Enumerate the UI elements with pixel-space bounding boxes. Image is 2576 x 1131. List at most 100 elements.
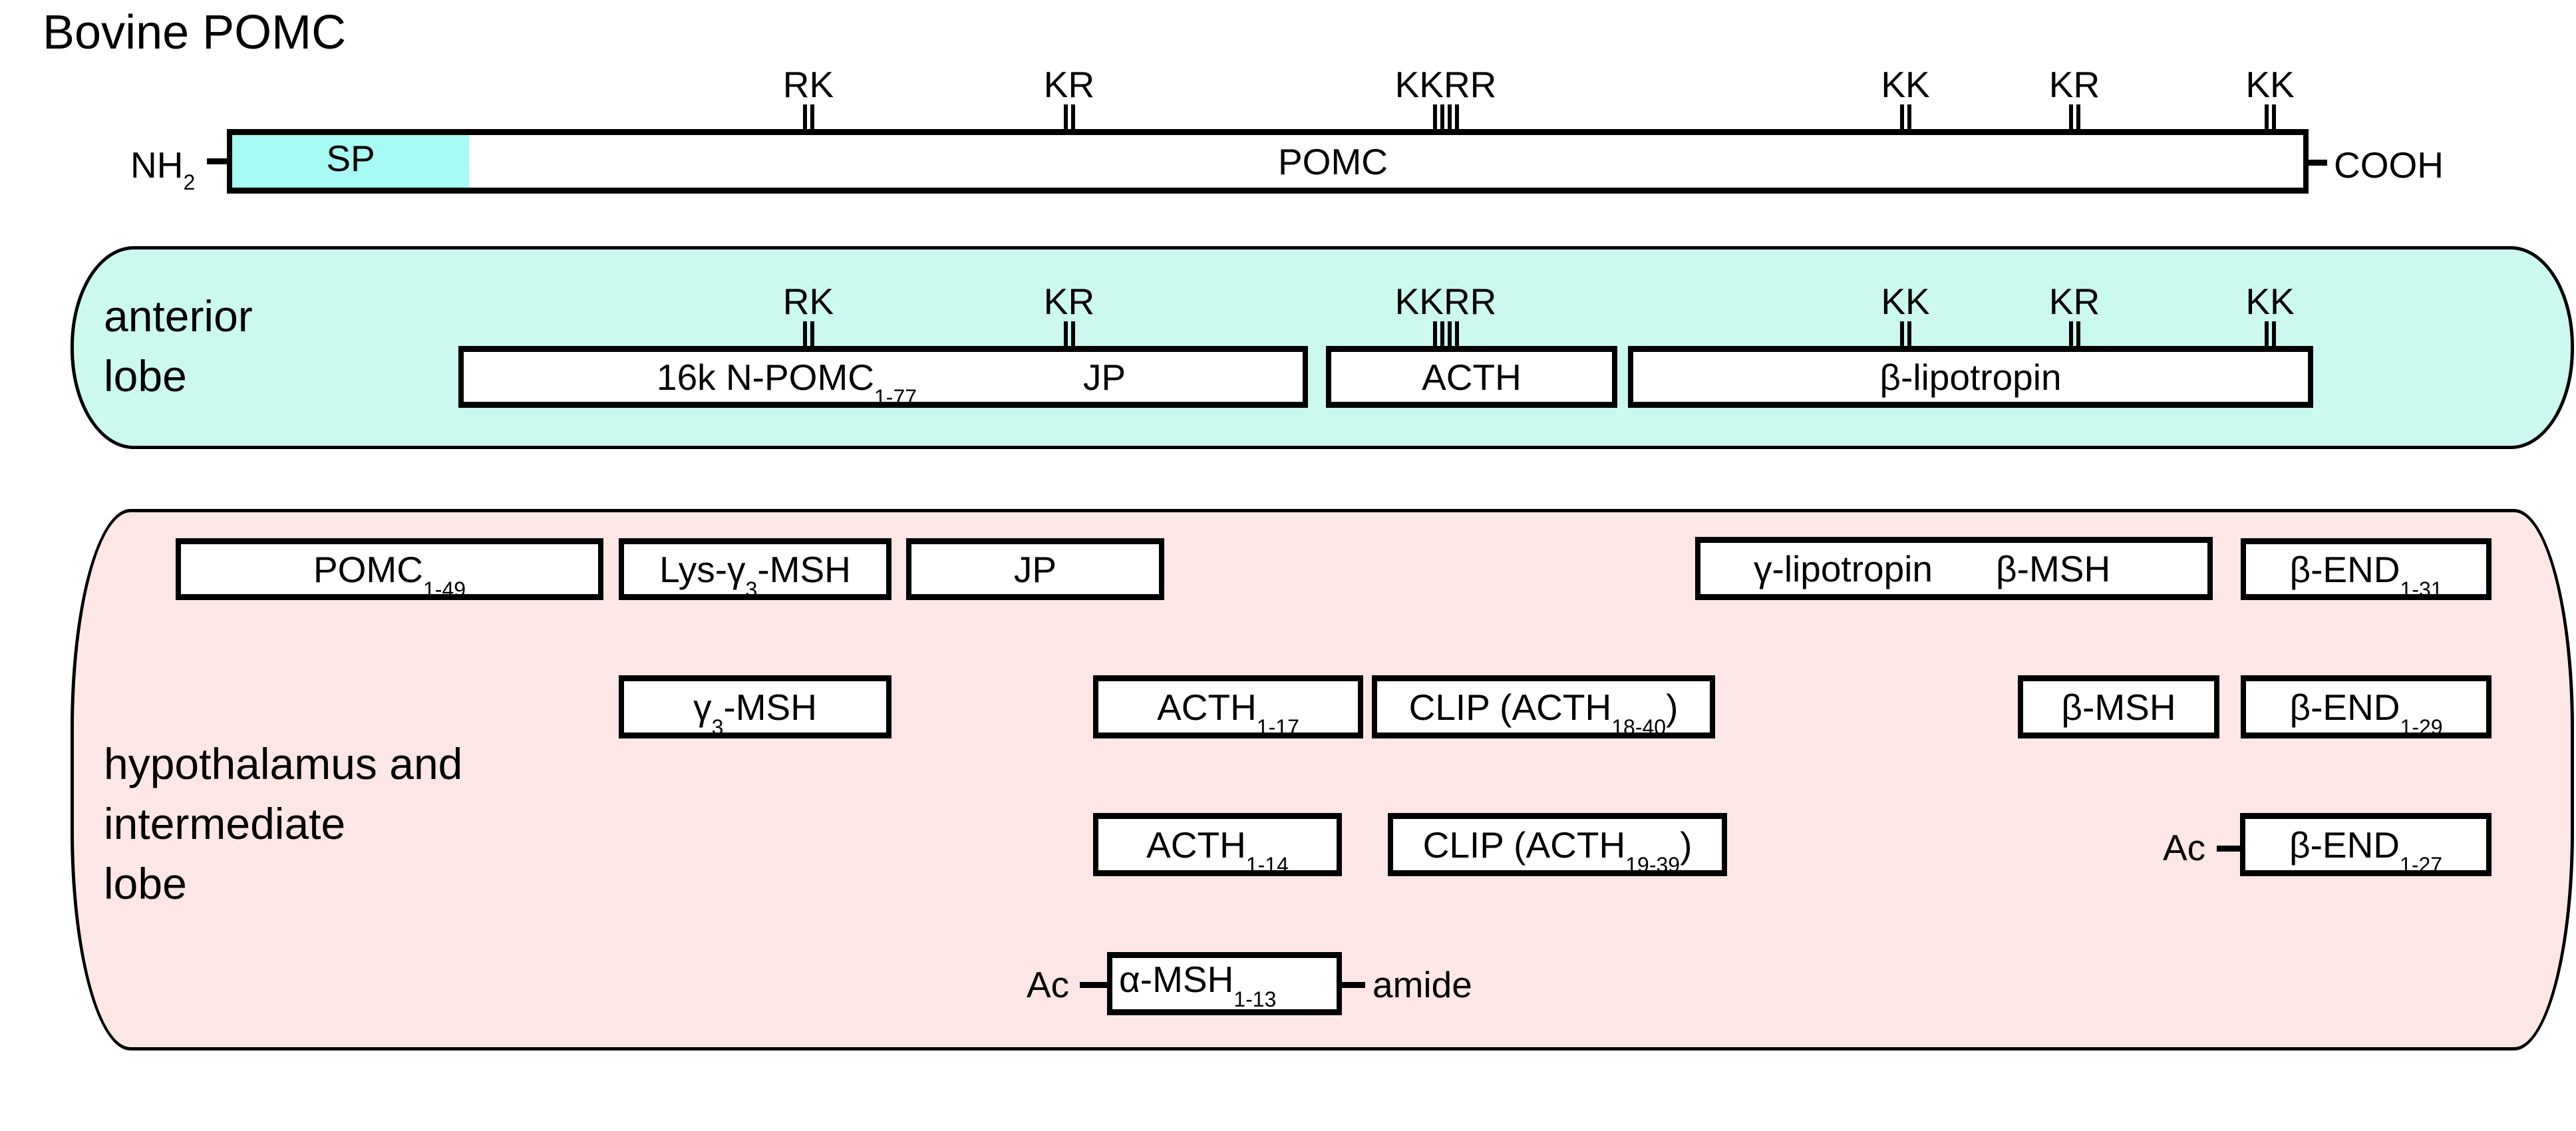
product-16k-n-pomc: 16k N-POMC1-77 JP xyxy=(458,346,1308,408)
cleavage-site-label: KR xyxy=(2048,64,2100,105)
cleavage-site-kr: KR xyxy=(1016,65,1122,130)
product-clip-19-39-pre: CLIP (ACTH xyxy=(1422,824,1626,866)
cleavage-tick xyxy=(1899,321,1904,347)
product-gamma3-msh: γ3-MSH xyxy=(619,675,891,738)
product-acth: ACTH xyxy=(1326,346,1617,408)
product-pomc-1-49-subscript: 1-49 xyxy=(422,577,466,601)
cleavage-tick xyxy=(2068,104,2073,130)
product-gamma3-msh-label: γ3-MSH xyxy=(693,686,817,738)
product-gamma-lipotropin: γ-lipotropin β-MSH xyxy=(1695,537,2213,600)
n-terminus-connector xyxy=(207,158,228,164)
cleavage-site-ticks xyxy=(2068,104,2080,130)
hypothalamus-label-line1: hypothalamus and xyxy=(104,739,463,788)
cleavage-site-label: RK xyxy=(782,281,834,322)
cleavage-site-ticks xyxy=(2264,321,2276,347)
cleavage-site-label: KKRR xyxy=(1394,281,1497,322)
cleavage-tick xyxy=(1907,104,1911,130)
product-beta-end-1-27: β-END1-27 xyxy=(2240,813,2492,876)
cleavage-tick xyxy=(1070,321,1075,347)
product-16k-n-pomc-subscript: 1-77 xyxy=(874,385,917,409)
cleavage-tick xyxy=(1440,104,1444,130)
product-beta-msh-within-gamma-lipotropin-label: β-MSH xyxy=(1996,548,2111,589)
signal-peptide-label: SP xyxy=(326,137,375,179)
product-acth-1-17-subscript: 1-17 xyxy=(1256,715,1299,739)
product-lys-gamma3-msh-post: -MSH xyxy=(757,548,851,590)
c-terminus-label: COOH xyxy=(2334,144,2444,186)
product-jp-label: JP xyxy=(1083,356,1126,398)
alpha-msh-amide-connector xyxy=(1341,982,1365,988)
cleavage-site-ticks xyxy=(2068,321,2080,347)
product-clip-19-39-label: CLIP (ACTH19-39) xyxy=(1422,824,1692,876)
cleavage-tick xyxy=(1447,321,1452,347)
product-acth-1-14: ACTH1-14 xyxy=(1093,813,1342,876)
cleavage-site-label: KK xyxy=(2245,281,2295,322)
cleavage-site-kk: KK xyxy=(1852,65,1959,130)
n-terminus-text: NH xyxy=(130,144,184,186)
cleavage-site-label: KR xyxy=(1043,281,1095,322)
pomc-segment: POMC xyxy=(469,129,2309,194)
cleavage-site-ticks xyxy=(802,321,814,347)
cleavage-tick xyxy=(802,104,807,130)
product-alpha-msh-subscript: 1-13 xyxy=(1233,987,1277,1011)
cleavage-tick xyxy=(802,321,807,347)
cleavage-tick xyxy=(1907,321,1911,347)
product-clip-18-40-subscript: 18-40 xyxy=(1611,715,1667,739)
n-terminus-label: NH2 xyxy=(130,144,195,193)
product-gamma3-msh-post: -MSH xyxy=(723,686,817,728)
product-beta-end-1-31: β-END1-31 xyxy=(2241,538,2492,600)
cleavage-tick xyxy=(1447,104,1452,130)
product-clip-19-39: CLIP (ACTH19-39) xyxy=(1388,813,1727,876)
product-beta-end-1-27-text: β-END xyxy=(2289,824,2400,866)
cleavage-site-kr: KR xyxy=(1016,281,1122,347)
alpha-msh-acetyl-connector xyxy=(1080,982,1108,988)
hypothalamus-label-line2: intermediate xyxy=(104,799,346,848)
cleavage-tick xyxy=(810,104,814,130)
product-clip-19-39-subscript: 19-39 xyxy=(1625,852,1681,877)
product-beta-end-1-29-subscript: 1-29 xyxy=(2400,715,2443,739)
product-alpha-msh: α-MSH1-13 xyxy=(1107,952,1342,1015)
product-beta-lipotropin: β-lipotropin xyxy=(1628,346,2313,408)
product-beta-end-1-31-label: β-END1-31 xyxy=(2289,548,2442,600)
alpha-msh-acetyl-label: Ac xyxy=(1027,964,1070,1005)
anterior-label-line1: anterior xyxy=(104,291,253,341)
pomc-label: POMC xyxy=(1278,140,1388,182)
product-beta-end-1-29-text: β-END xyxy=(2289,686,2400,728)
cleavage-site-label: KR xyxy=(1043,64,1095,105)
product-gamma3-msh-pre: γ xyxy=(693,686,712,728)
cleavage-site-kk: KK xyxy=(2217,65,2323,130)
hypothalamus-label-line3: lobe xyxy=(104,859,187,908)
product-lys-gamma3-msh: Lys-γ3-MSH xyxy=(619,538,891,600)
hypothalamus-lobe-label: hypothalamus and intermediate lobe xyxy=(104,734,462,913)
cleavage-site-rk: RK xyxy=(755,281,862,347)
product-beta-msh: β-MSH xyxy=(2018,675,2219,738)
cleavage-tick xyxy=(1899,104,1904,130)
product-acth-1-17-text: ACTH xyxy=(1157,686,1257,728)
product-alpha-msh-label: α-MSH1-13 xyxy=(1119,958,1276,1010)
n-terminus-subscript: 2 xyxy=(183,170,196,194)
product-lys-gamma3-msh-label: Lys-γ3-MSH xyxy=(659,548,851,600)
product-beta-end-1-29: β-END1-29 xyxy=(2241,675,2492,738)
beta-end-1-27-acetyl-connector xyxy=(2217,846,2241,852)
alpha-msh-amide-label: amide xyxy=(1372,964,1472,1005)
product-clip-18-40-pre: CLIP (ACTH xyxy=(1408,686,1612,728)
cleavage-site-ticks xyxy=(1899,321,1911,347)
product-clip-18-40-label: CLIP (ACTH18-40) xyxy=(1408,686,1679,738)
product-lys-gamma3-msh-subscript: 3 xyxy=(745,577,758,601)
product-beta-lipotropin-label: β-lipotropin xyxy=(1879,356,2062,398)
cleavage-tick xyxy=(1440,321,1444,347)
cleavage-site-label: RK xyxy=(782,64,834,105)
cleavage-tick xyxy=(1432,104,1437,130)
cleavage-tick xyxy=(2076,321,2080,347)
cleavage-site-label: KR xyxy=(2048,281,2100,322)
product-clip-18-40: CLIP (ACTH18-40) xyxy=(1372,675,1715,738)
product-pomc-1-49-label: POMC1-49 xyxy=(313,548,466,600)
product-beta-end-1-27-label: β-END1-27 xyxy=(2289,824,2442,876)
cleavage-site-kkrr: KKRR xyxy=(1392,65,1499,130)
product-clip-19-39-post: ) xyxy=(1680,824,1692,866)
anterior-label-line2: lobe xyxy=(104,351,187,401)
product-beta-msh-label: β-MSH xyxy=(2061,686,2176,728)
cleavage-site-ticks xyxy=(1432,104,1459,130)
product-acth-label: ACTH xyxy=(1422,356,1522,398)
product-pomc-1-49: POMC1-49 xyxy=(176,538,603,600)
cleavage-tick xyxy=(1454,321,1459,347)
